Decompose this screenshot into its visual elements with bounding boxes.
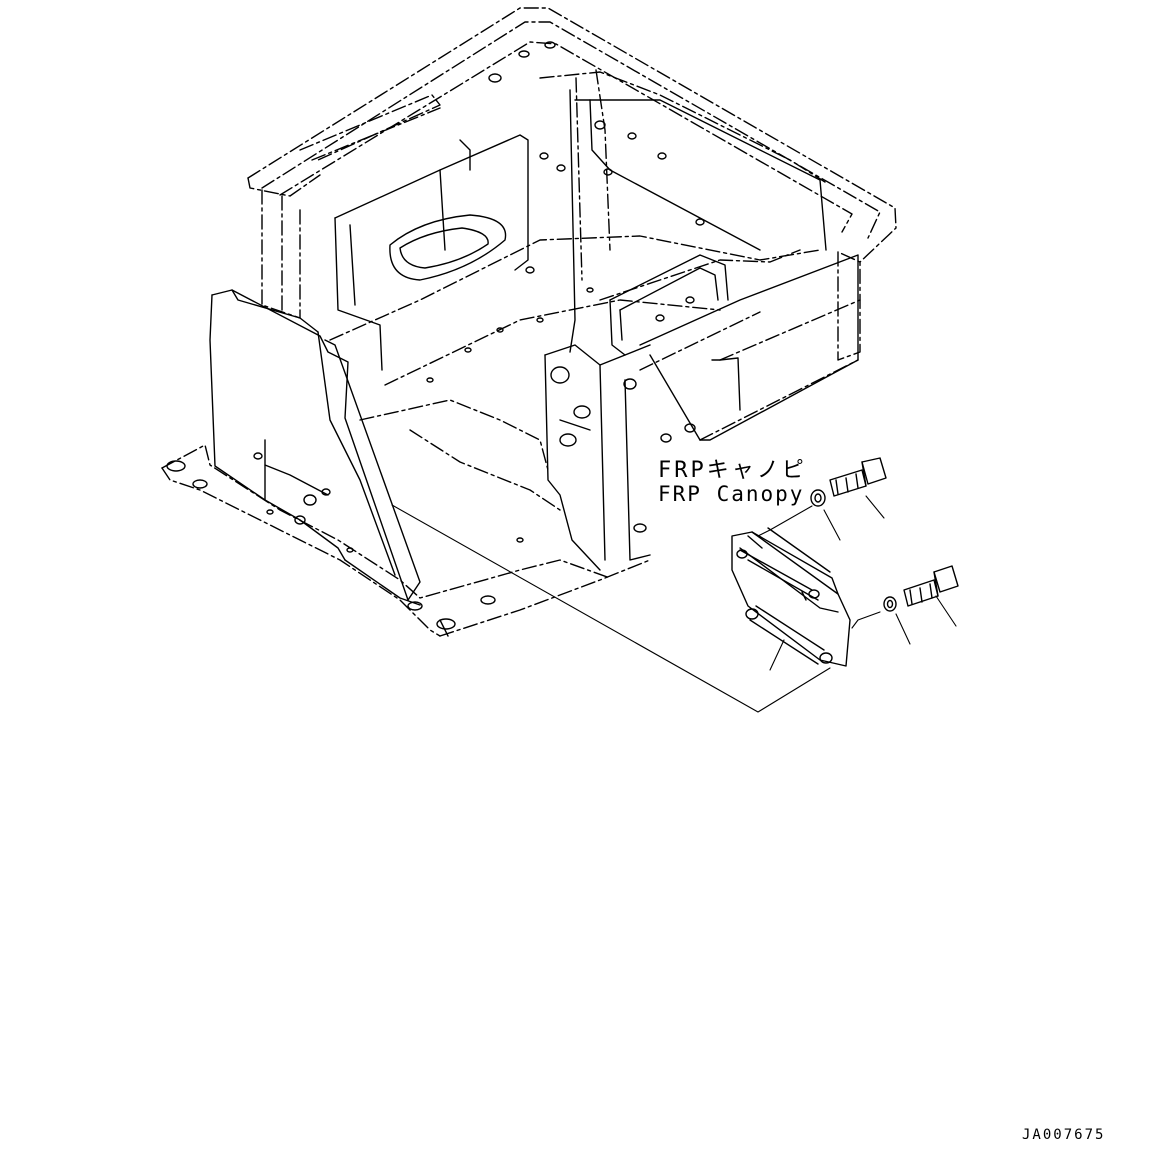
label-frp-canopy-en: FRP Canopy: [658, 482, 805, 506]
canopy-frame-phantom: [161, 7, 897, 637]
frame-holes: [166, 41, 705, 630]
canopy-frame-structure: [209, 89, 859, 637]
washers: [810, 489, 897, 612]
bolt-upper: [829, 457, 887, 497]
bolt-lower: [903, 565, 959, 607]
bracket-plate: [731, 527, 851, 667]
drawing-code: JA007675: [1022, 1127, 1106, 1143]
label-frp-canopy-jp: FRPキャノピ: [658, 458, 807, 483]
leader-lines: [391, 495, 957, 713]
